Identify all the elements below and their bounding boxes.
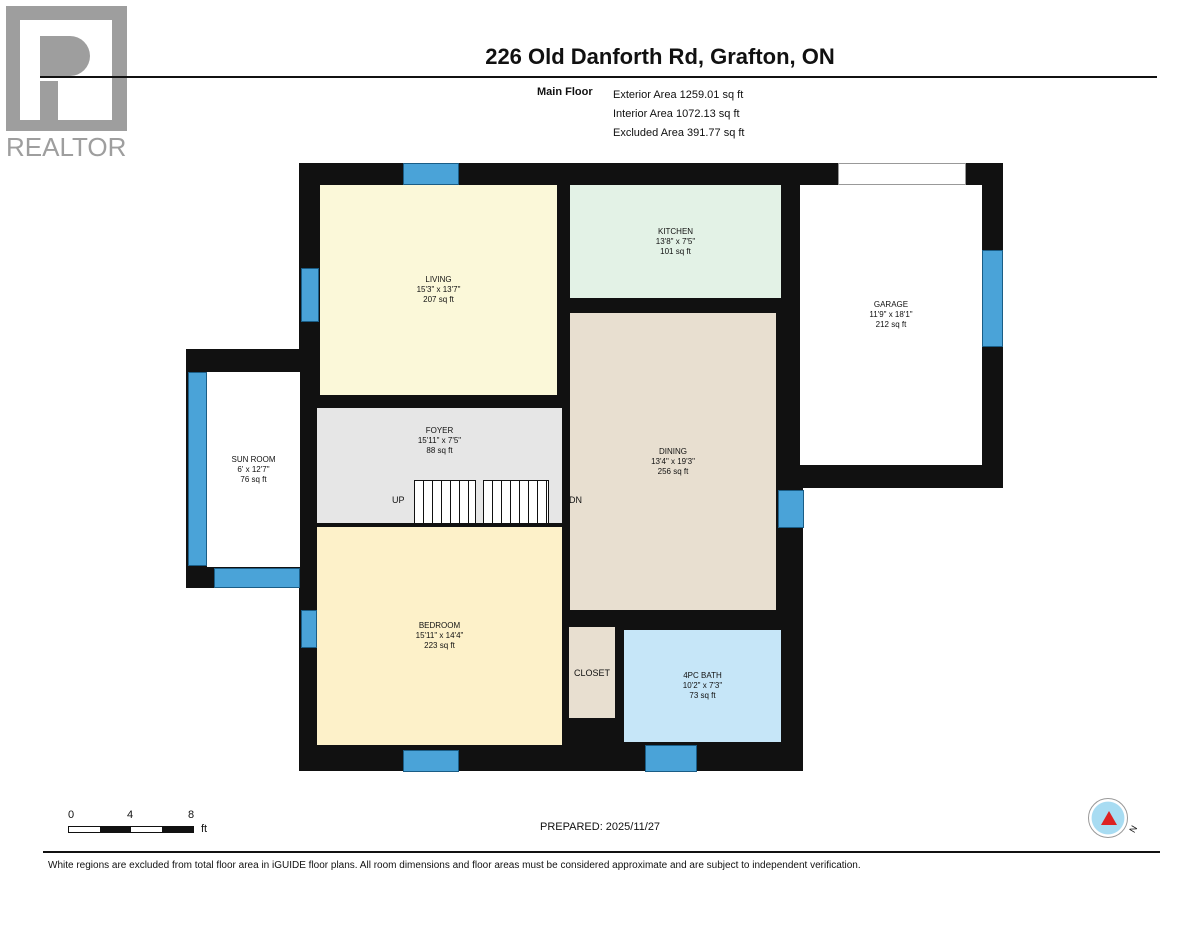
stairs-up-label: UP — [392, 495, 405, 505]
window — [982, 250, 1003, 347]
page-title: 226 Old Danforth Rd, Grafton, ON — [485, 44, 835, 69]
window — [645, 745, 697, 772]
compass-label: N — [1127, 823, 1140, 835]
realtor-logo — [6, 6, 127, 131]
window — [188, 372, 207, 566]
footer-disclaimer: White regions are excluded from total fl… — [48, 860, 861, 871]
scale-bar — [68, 826, 194, 833]
exterior-area: Exterior Area 1259.01 sq ft — [613, 89, 744, 101]
header-rule — [40, 76, 1157, 78]
window — [214, 568, 300, 588]
stairs-down — [483, 480, 549, 524]
footer-rule — [43, 851, 1160, 853]
excluded-area: Excluded Area 391.77 sq ft — [613, 127, 745, 139]
compass-needle — [1101, 811, 1117, 825]
area-summary: Exterior Area 1259.01 sq ft Interior Are… — [613, 86, 744, 143]
scale-unit: ft — [201, 823, 208, 835]
compass-icon — [1088, 798, 1128, 838]
garage-door — [838, 163, 966, 185]
window — [301, 610, 317, 648]
prepared-date: PREPARED: 2025/11/27 — [540, 821, 661, 833]
scale-tick-8: 8 — [188, 809, 195, 821]
stairs-up — [414, 480, 476, 524]
window — [403, 750, 459, 772]
interior-area: Interior Area 1072.13 sq ft — [613, 108, 740, 120]
logo-r-stem — [40, 81, 58, 120]
scale-tick-4: 4 — [127, 809, 134, 821]
scale-tick-0: 0 — [68, 809, 75, 821]
window — [778, 490, 804, 528]
window — [301, 268, 319, 322]
logo-r-bowl — [40, 36, 90, 76]
room-closet: CLOSET — [569, 627, 615, 718]
window — [403, 163, 459, 185]
stairs-down-label: DN — [569, 495, 582, 505]
logo-text: REALTOR — [6, 132, 127, 162]
floor-label: Main Floor — [537, 86, 593, 98]
